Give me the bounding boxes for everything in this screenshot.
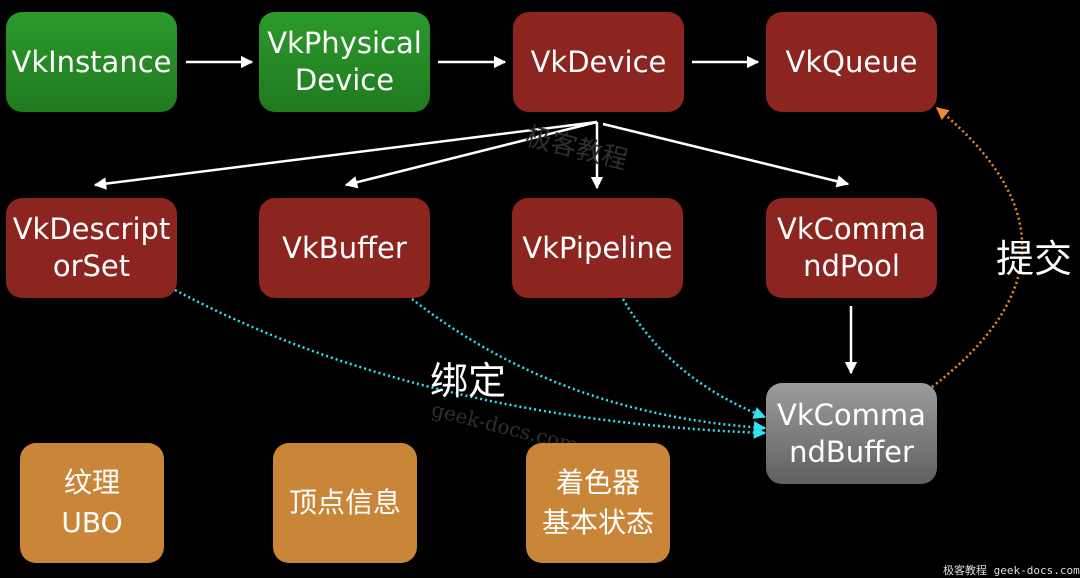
label-submit: 提交 bbox=[996, 237, 1073, 281]
node-vkdevice[interactable]: VkDevice bbox=[513, 12, 684, 112]
footer-watermark: 极客教程 geek-docs.com bbox=[943, 564, 1080, 577]
node-vertex-info[interactable]: 顶点信息 bbox=[273, 443, 417, 563]
node-vkcommandbuffer[interactable]: VkComma ndBuffer bbox=[766, 383, 937, 484]
node-vkpipeline[interactable]: VkPipeline bbox=[512, 198, 683, 298]
arrow-device-to-commandpool bbox=[602, 122, 850, 188]
bind-edge-pipeline bbox=[621, 298, 767, 419]
label-bind: 绑定 bbox=[430, 359, 507, 403]
bind-edge-buffer bbox=[411, 298, 767, 434]
node-vkinstance[interactable]: VkInstance bbox=[6, 12, 177, 112]
node-shader-state[interactable]: 着色器 基本状态 bbox=[526, 443, 670, 563]
node-vkphysicaldevice[interactable]: VkPhysical Device bbox=[259, 12, 430, 112]
node-vkbuffer[interactable]: VkBuffer bbox=[259, 198, 430, 298]
node-vkdescriptorset[interactable]: VkDescript orSet bbox=[6, 198, 177, 298]
node-texture-ubo[interactable]: 纹理 UBO bbox=[20, 443, 164, 563]
arrow-device-to-descriptorset bbox=[93, 120, 598, 190]
node-vkqueue[interactable]: VkQueue bbox=[766, 12, 937, 112]
arrow-device-to-buffer bbox=[344, 120, 598, 189]
node-vkcommandpool[interactable]: VkComma ndPool bbox=[766, 198, 937, 298]
submit-edge bbox=[931, 107, 1024, 388]
